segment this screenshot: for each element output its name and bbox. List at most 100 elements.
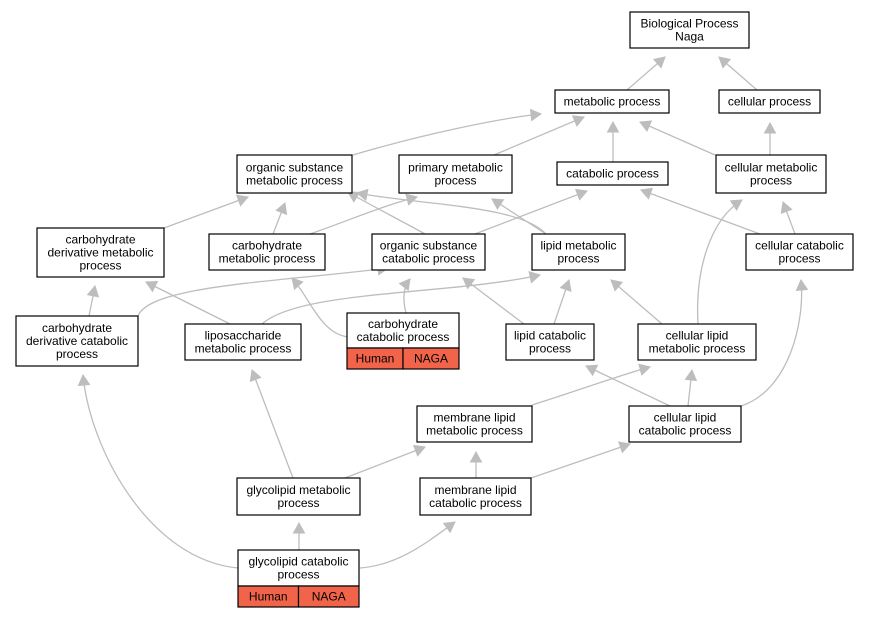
node-box	[715, 154, 827, 194]
node-label: metabolic process	[649, 342, 746, 356]
node-label: process	[434, 174, 476, 188]
edges-layer	[77, 56, 809, 569]
edge-arrowhead	[652, 56, 666, 69]
edge-arrowhead	[606, 120, 620, 133]
edge-glycolipid_met-to-liposacch_met	[249, 369, 294, 479]
node-box	[208, 233, 326, 271]
node-box	[36, 227, 165, 278]
node-cellular[interactable]: cellular process	[718, 89, 821, 114]
edge-arrowhead	[86, 284, 100, 298]
edge-primary_met-to-metabolic	[493, 115, 585, 156]
edge-arrowhead	[574, 188, 588, 201]
node-label: liposaccharide	[205, 329, 282, 343]
edge-arrowhead	[585, 364, 599, 377]
edge-line	[531, 366, 651, 406]
node-box	[416, 405, 533, 443]
node-label: process	[56, 347, 98, 361]
edge-line	[145, 281, 231, 325]
edge-glycolipid_cat-to-glycolipid_met	[292, 521, 306, 550]
edge-line	[640, 189, 761, 235]
node-label: process	[79, 259, 121, 273]
edge-carb_deriv_cat-to-carb_deriv_met	[86, 284, 100, 317]
edge-carb_cat-to-carb_met	[291, 277, 349, 338]
edge-arrowhead	[235, 194, 249, 207]
edge-arrowhead	[405, 193, 419, 206]
edge-line	[493, 116, 585, 156]
annotation-tag-cell	[297, 585, 360, 608]
node-box	[237, 549, 360, 587]
edge-line	[740, 279, 803, 407]
edge-arrowhead	[412, 444, 426, 457]
node-label: metabolic process	[195, 342, 292, 356]
edge-carb_cat-to-org_subst_cat	[398, 278, 411, 314]
node-box	[554, 89, 670, 114]
node-label: organic substance	[246, 161, 344, 175]
node-label: derivative metabolic	[47, 246, 153, 260]
edge-arrowhead	[528, 271, 542, 284]
node-label: cellular lipid	[654, 411, 717, 425]
edge-cell_lipid_met-to-lipid_met	[610, 279, 663, 325]
node-label: process	[557, 252, 599, 266]
annotation-tag-label: Human	[356, 352, 395, 366]
edge-arrowhead	[571, 115, 585, 127]
edge-arrowhead	[442, 521, 456, 534]
node-catabolic[interactable]: catabolic process	[556, 161, 669, 186]
edge-membrane_lipid_cat-to-cell_lipid_cat	[530, 441, 631, 479]
edge-cell_cat-to-cell_met	[780, 201, 796, 235]
node-label: metabolic process	[564, 95, 661, 109]
edge-glycolipid_met-to-membrane_lipid_met	[344, 444, 426, 479]
node-label: process	[277, 568, 319, 582]
edge-arrowhead	[291, 277, 304, 291]
node-box	[531, 233, 626, 271]
node-label: catabolic process	[357, 330, 450, 344]
edge-cell_met-to-metabolic	[639, 120, 716, 156]
edge-cell_cat-to-catabolic	[640, 187, 761, 235]
edge-liposacch_met-to-carb_deriv_met	[145, 281, 231, 325]
edge-line	[309, 196, 418, 235]
node-label: membrane lipid	[433, 411, 515, 425]
node-label: lipid catabolic	[514, 329, 586, 343]
edge-carb_deriv_met-to-org_subst_met	[163, 194, 249, 229]
node-label: process	[750, 174, 792, 188]
node-metabolic[interactable]: metabolic process	[554, 89, 670, 114]
edge-arrowhead	[77, 373, 91, 387]
node-label: metabolic process	[426, 424, 523, 438]
node-box	[718, 89, 821, 114]
edge-arrowhead	[780, 201, 793, 215]
edge-arrowhead	[491, 198, 505, 211]
node-label: catabolic process	[429, 496, 522, 510]
node-label: derivative catabolic	[26, 334, 128, 348]
node-box	[629, 11, 750, 49]
node-box	[745, 233, 854, 271]
edge-liposacch_met-to-lipid_met	[261, 271, 542, 325]
edge-arrowhead	[618, 441, 631, 454]
edge-line	[251, 369, 294, 479]
edge-arrowhead	[292, 521, 306, 534]
edge-arrowhead	[249, 369, 262, 383]
edge-cell_lipid_cat-to-lipid_cat	[585, 364, 671, 407]
node-label: process	[277, 496, 319, 510]
node-label: metabolic process	[246, 174, 343, 188]
edge-line	[462, 277, 525, 325]
node-label: carbohydrate	[232, 239, 302, 253]
